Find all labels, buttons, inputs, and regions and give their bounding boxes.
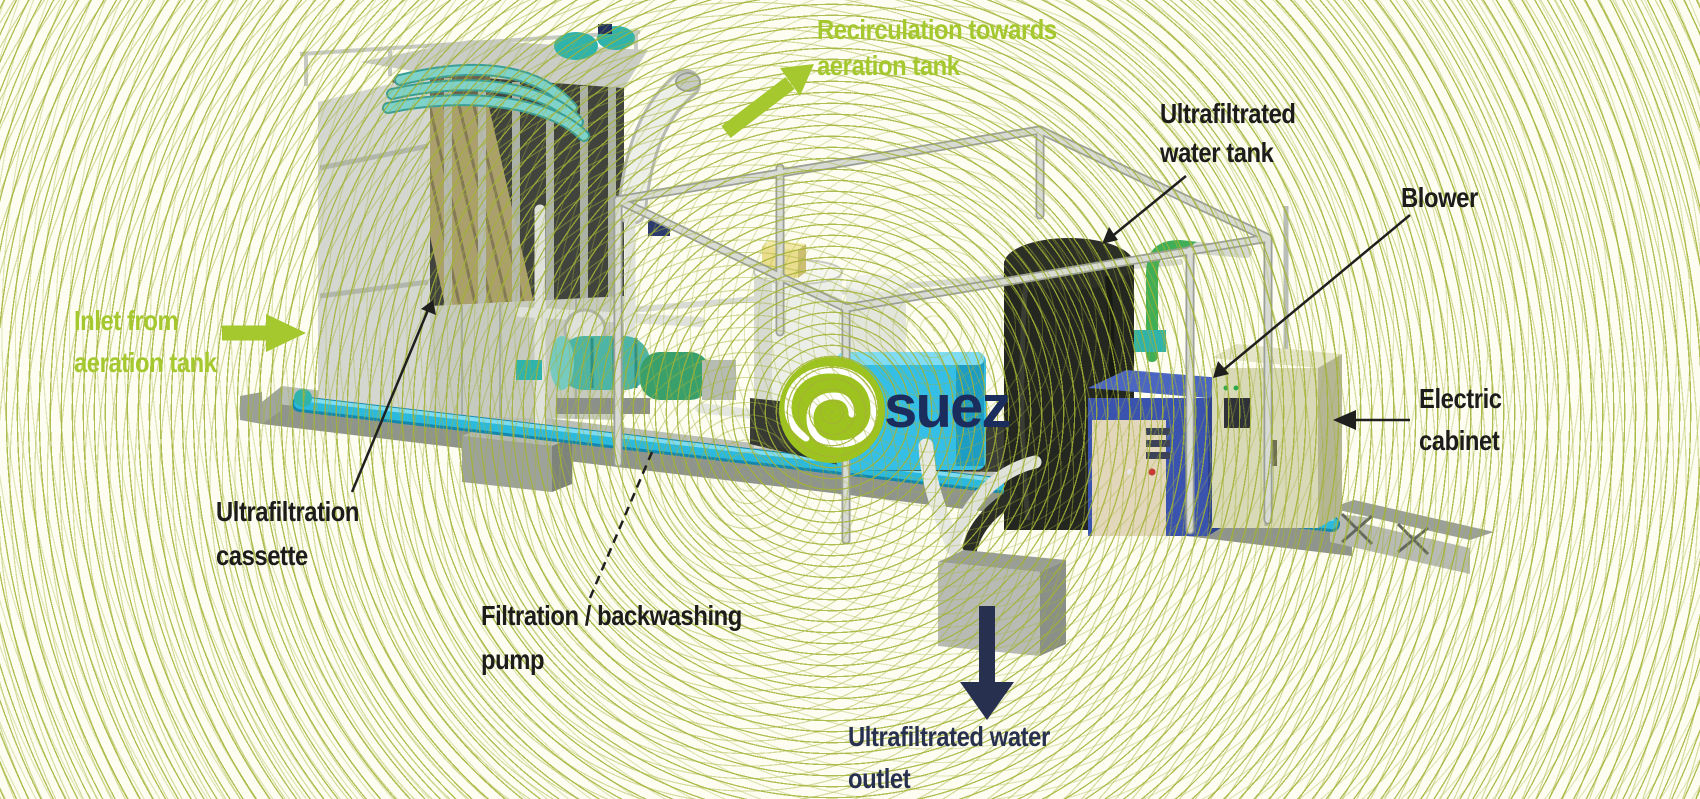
label-uf-outlet-line1: Ultrafiltrated water (848, 721, 1050, 752)
label-uf-cassette: Ultrafiltration cassette (216, 490, 359, 578)
label-electric-cabinet-line1: Electric (1419, 383, 1502, 414)
label-recirculation: Recirculation towards aeration tank (817, 12, 1057, 84)
suez-wordmark: suez (884, 373, 1011, 440)
label-electric-cabinet: Electric cabinet (1419, 378, 1502, 462)
label-uf-water-tank: Ultrafiltrated water tank (1160, 94, 1296, 172)
label-inlet-line2: aeration tank (74, 347, 217, 378)
label-filtration-pump-line2: pump (481, 644, 545, 675)
label-blower: Blower (1401, 178, 1478, 217)
label-filtration-pump-line1: Filtration / backwashing (481, 600, 742, 631)
label-inlet-line1: Inlet from (74, 305, 179, 336)
label-uf-water-tank-line1: Ultrafiltrated (1160, 98, 1296, 129)
label-uf-outlet-line2: outlet (848, 763, 911, 794)
label-electric-cabinet-line2: cabinet (1419, 425, 1500, 456)
label-uf-water-tank-line2: water tank (1160, 137, 1274, 168)
label-blower-line1: Blower (1401, 182, 1478, 213)
label-recirculation-line2: aeration tank (817, 50, 960, 81)
label-uf-cassette-line1: Ultrafiltration (216, 496, 360, 527)
label-uf-cassette-line2: cassette (216, 540, 308, 571)
label-recirculation-line1: Recirculation towards (817, 14, 1057, 45)
label-inlet: Inlet from aeration tank (74, 300, 217, 384)
label-uf-outlet: Ultrafiltrated water outlet (848, 716, 1050, 799)
label-filtration-pump: Filtration / backwashing pump (481, 594, 742, 682)
